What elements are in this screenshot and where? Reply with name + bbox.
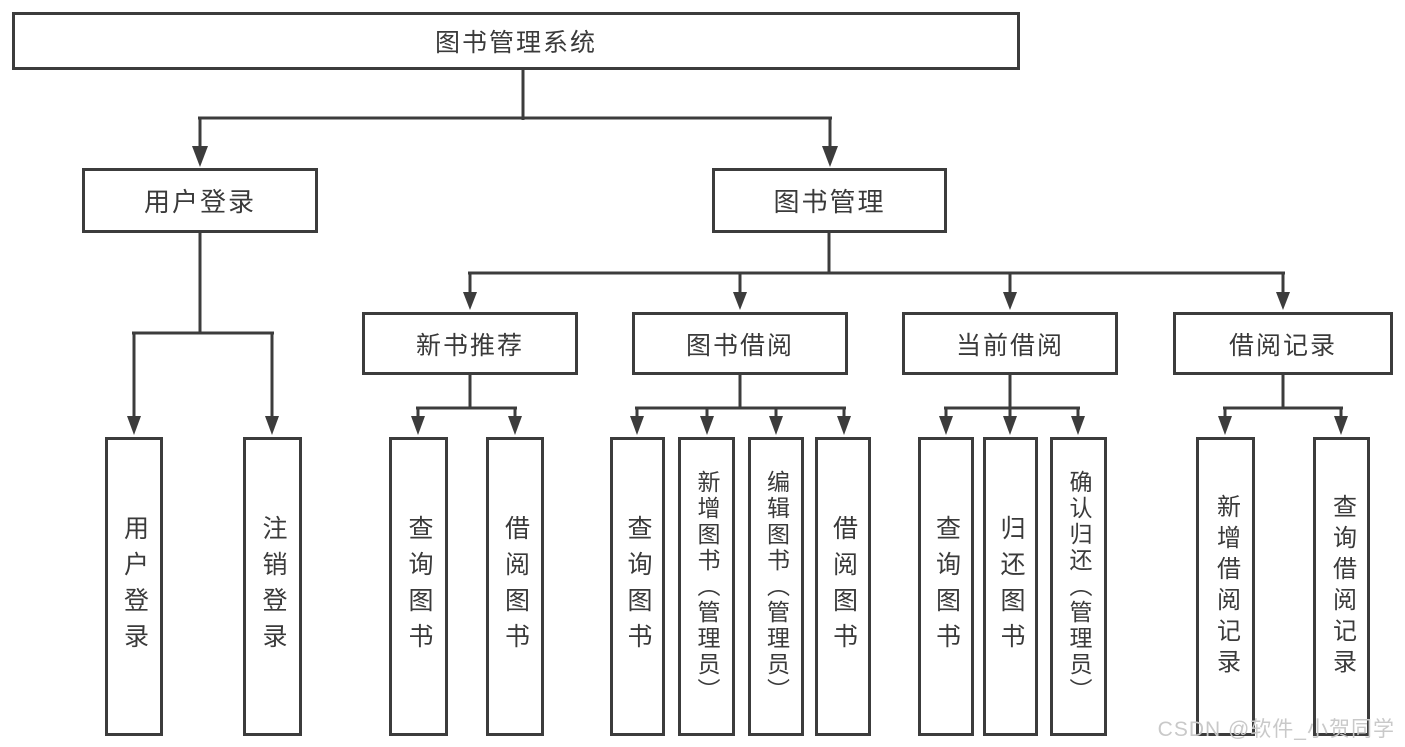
leaf-label: 新增借阅记录 bbox=[1212, 493, 1240, 680]
leaf-label: 用户登录 bbox=[120, 514, 149, 659]
leaf-label: 查询借阅记录 bbox=[1328, 493, 1356, 680]
node-book-management: 图书管理 bbox=[712, 168, 947, 233]
leaf-label: 查询图书 bbox=[405, 514, 433, 659]
leaf-query-borrow-record: 查询借阅记录 bbox=[1313, 437, 1370, 736]
leaf-logout: 注销登录 bbox=[243, 437, 302, 736]
leaf-label: 借阅图书 bbox=[501, 514, 530, 659]
leaf-label: 查询图书 bbox=[624, 514, 652, 659]
leaf-query-books-borrow: 查询图书 bbox=[610, 437, 665, 736]
leaf-add-borrow-record: 新增借阅记录 bbox=[1196, 437, 1255, 736]
node-current-borrow: 当前借阅 bbox=[902, 312, 1118, 375]
node-user-login: 用户登录 bbox=[82, 168, 318, 233]
leaf-user-login: 用户登录 bbox=[105, 437, 163, 736]
leaf-label: 查询图书 bbox=[932, 514, 961, 659]
leaf-label: 新增图书（管理员） bbox=[694, 469, 720, 704]
node-book-borrow: 图书借阅 bbox=[632, 312, 848, 375]
leaf-label: 确认归还（管理员） bbox=[1066, 469, 1092, 704]
leaf-label: 借阅图书 bbox=[829, 514, 858, 659]
leaf-borrow-books: 借阅图书 bbox=[815, 437, 871, 736]
leaf-borrow-books-rec: 借阅图书 bbox=[486, 437, 544, 736]
leaf-add-books-admin: 新增图书（管理员） bbox=[678, 437, 735, 736]
leaf-confirm-return-admin: 确认归还（管理员） bbox=[1050, 437, 1107, 736]
leaf-query-books-rec: 查询图书 bbox=[389, 437, 448, 736]
leaf-query-books-current: 查询图书 bbox=[918, 437, 974, 736]
node-new-book-recommend: 新书推荐 bbox=[362, 312, 578, 375]
leaf-label: 注销登录 bbox=[259, 514, 287, 659]
leaf-label: 归还图书 bbox=[997, 514, 1025, 659]
leaf-edit-books-admin: 编辑图书（管理员） bbox=[748, 437, 804, 736]
leaf-return-books: 归还图书 bbox=[983, 437, 1038, 736]
csdn-watermark: CSDN @软件_小贺同学 bbox=[1157, 718, 1395, 741]
node-borrow-record: 借阅记录 bbox=[1173, 312, 1393, 375]
node-root-library-system: 图书管理系统 bbox=[12, 12, 1020, 70]
leaf-label: 编辑图书（管理员） bbox=[763, 469, 790, 704]
